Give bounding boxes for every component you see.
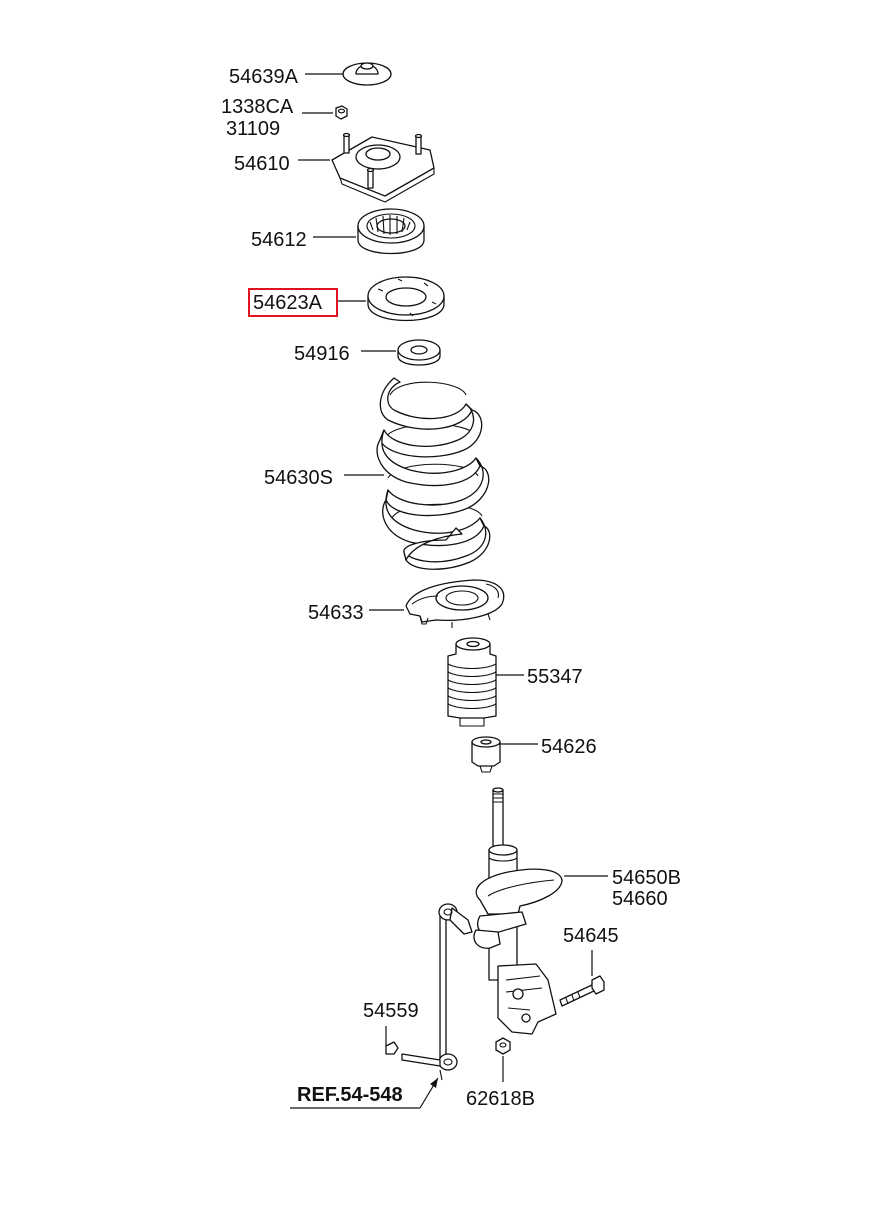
ref-pointer xyxy=(290,1077,439,1109)
label-54610[interactable]: 54610 xyxy=(234,153,290,175)
label-54633[interactable]: 54633 xyxy=(308,602,364,624)
label-54559[interactable]: 54559 xyxy=(363,1000,419,1022)
part-54610[interactable] xyxy=(298,132,435,203)
part-62618B-nut[interactable] xyxy=(495,1037,511,1082)
part-54916[interactable] xyxy=(361,339,441,366)
label-54645[interactable]: 54645 xyxy=(563,925,619,947)
label-55347[interactable]: 55347 xyxy=(527,666,583,688)
part-55347[interactable] xyxy=(447,637,524,727)
label-1338CA[interactable]: 1338CA xyxy=(221,96,294,118)
part-54559-link[interactable] xyxy=(385,903,473,1081)
part-54630S[interactable] xyxy=(344,377,491,570)
highlight-box xyxy=(248,288,338,317)
part-54626[interactable] xyxy=(471,736,538,773)
label-54660[interactable]: 54660 xyxy=(612,888,668,910)
label-54612[interactable]: 54612 xyxy=(251,229,307,251)
label-54650B[interactable]: 54650B xyxy=(612,867,681,889)
part-54650B-strut[interactable] xyxy=(473,787,608,1035)
label-54916[interactable]: 54916 xyxy=(294,343,350,365)
label-54639A[interactable]: 54639A xyxy=(229,66,299,88)
part-1338CA-nut[interactable] xyxy=(302,105,348,120)
label-54630S[interactable]: 54630S xyxy=(264,467,333,489)
ref-label[interactable]: REF.54-548 xyxy=(297,1084,403,1106)
part-54612[interactable] xyxy=(313,208,425,255)
part-54639A[interactable] xyxy=(305,62,392,86)
part-54645-bolt[interactable] xyxy=(559,950,605,1007)
part-54633[interactable] xyxy=(369,579,505,628)
label-54623A[interactable]: 54623A xyxy=(253,292,323,314)
label-54626[interactable]: 54626 xyxy=(541,736,597,758)
part-54623A[interactable] xyxy=(338,276,445,322)
label-62618B[interactable]: 62618B xyxy=(466,1088,535,1110)
label-31109[interactable]: 31109 xyxy=(226,118,280,140)
